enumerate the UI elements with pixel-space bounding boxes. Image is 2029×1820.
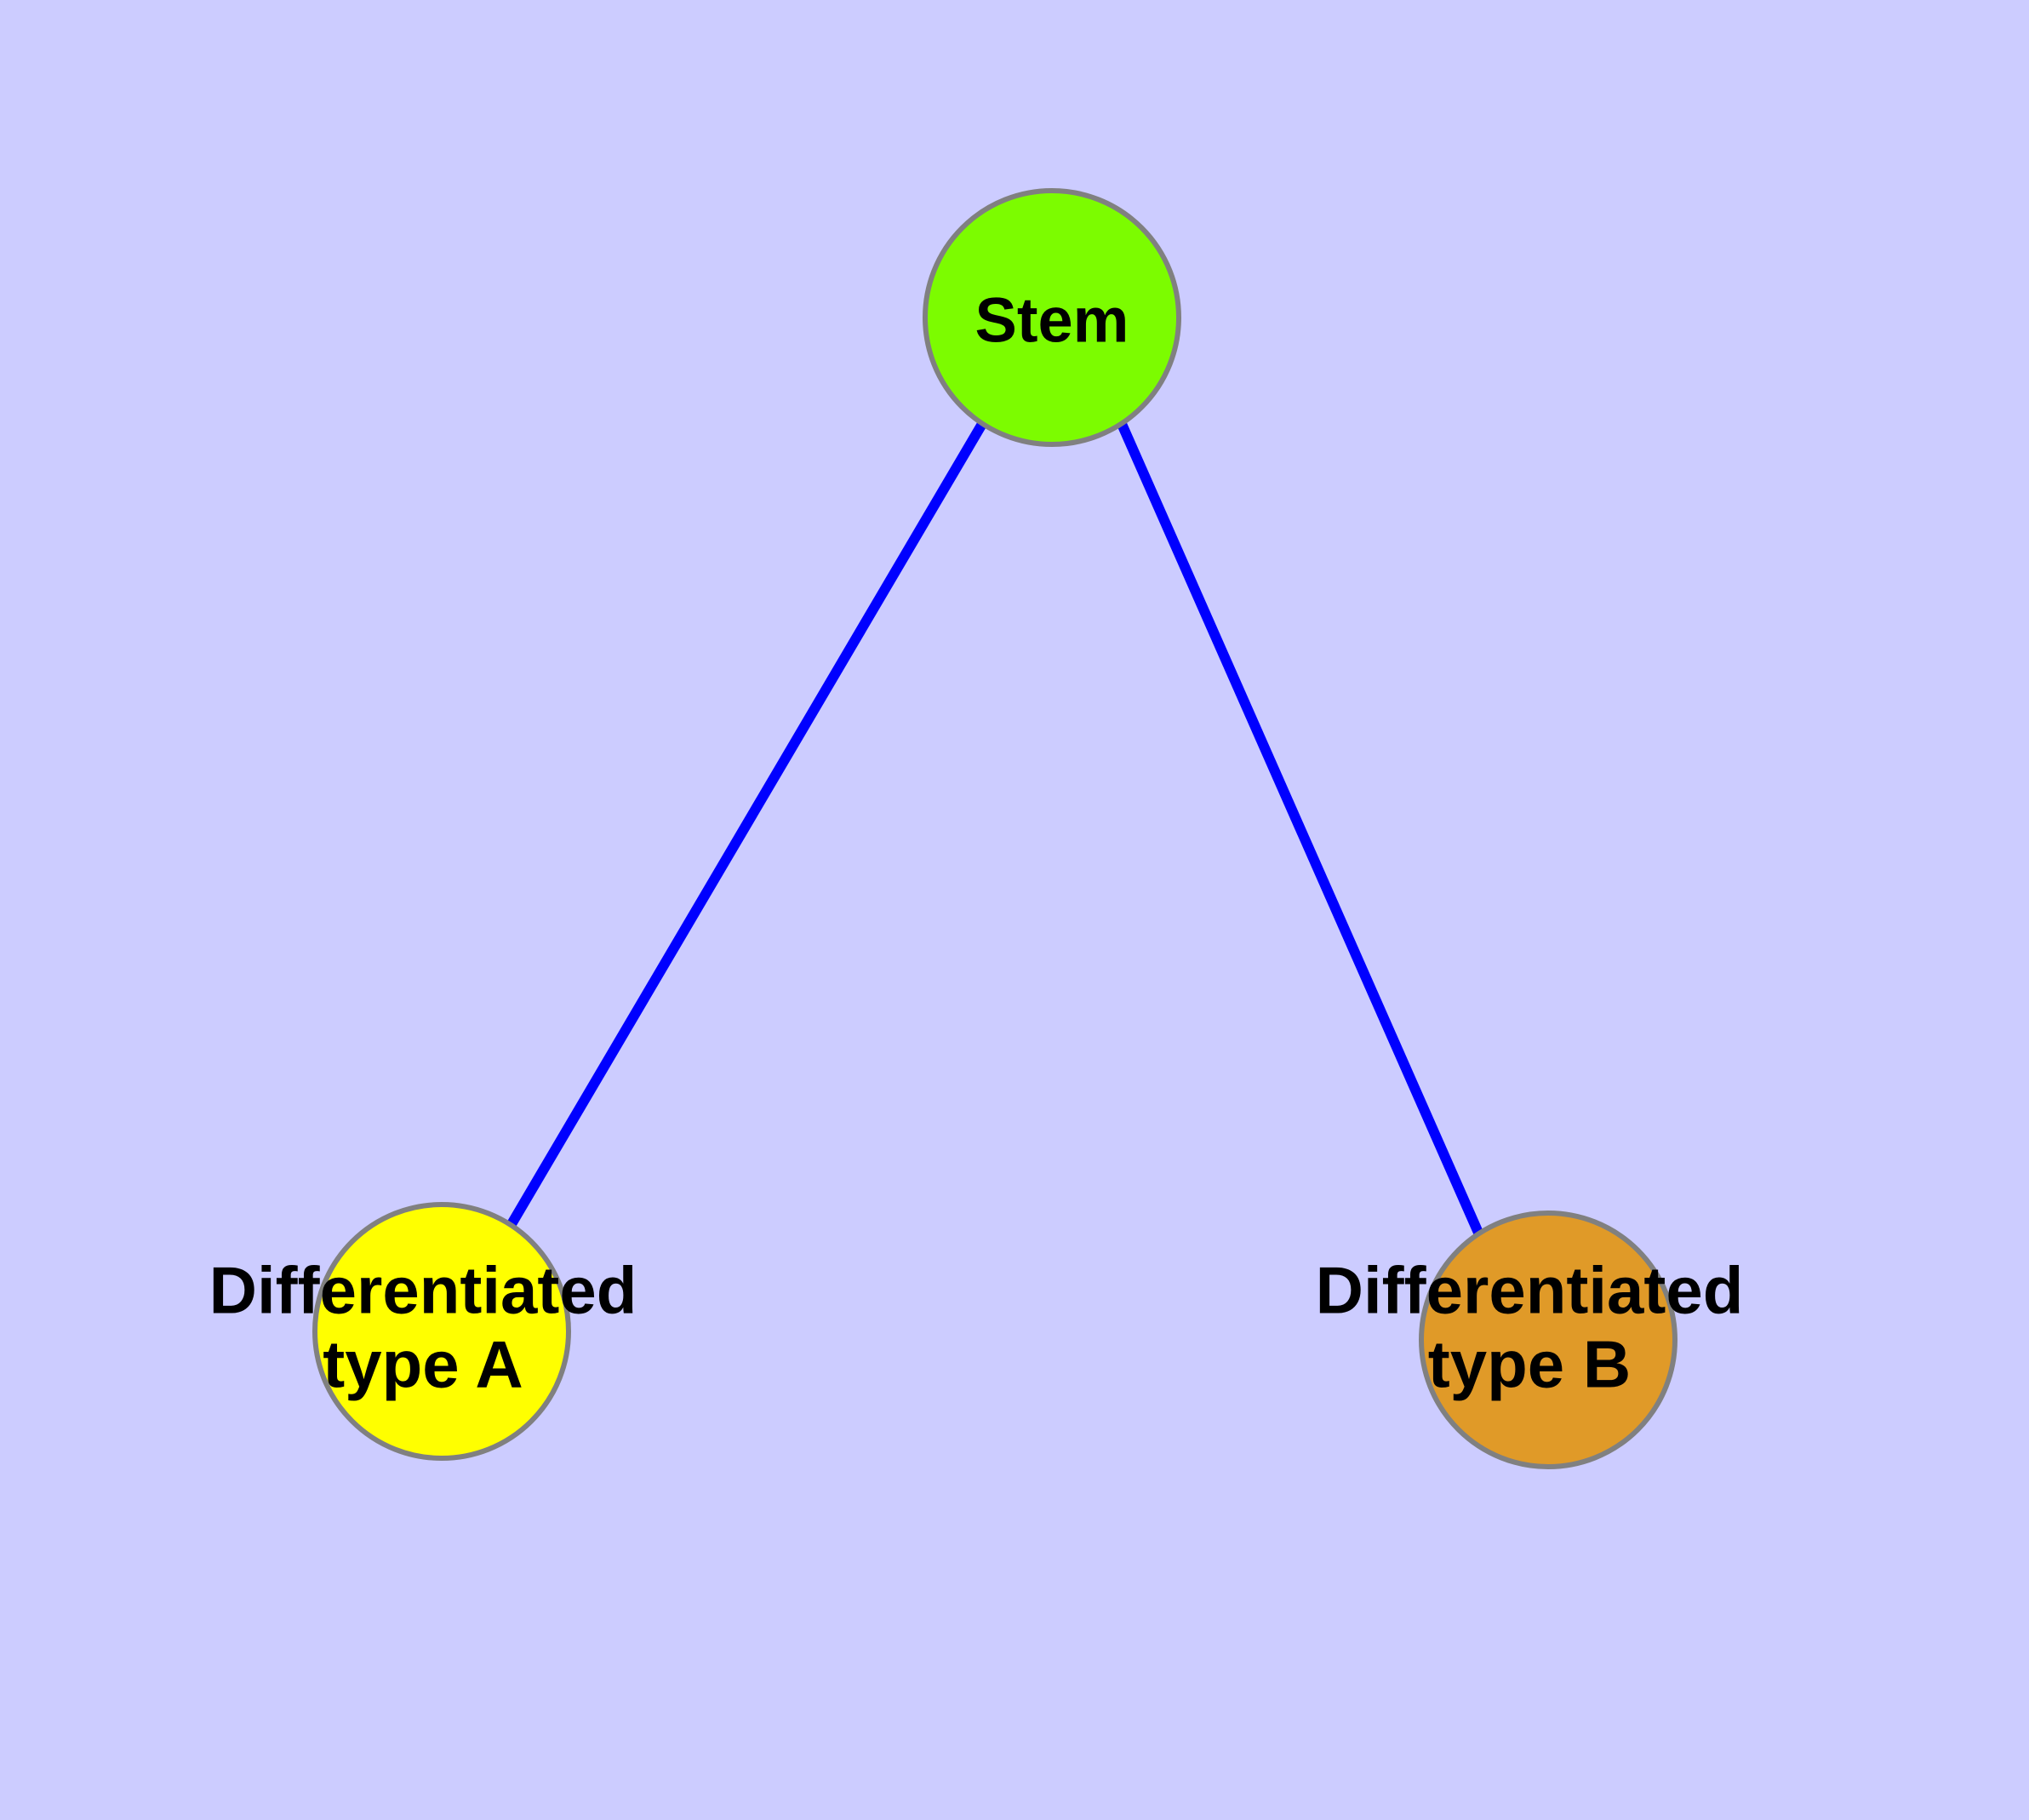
node-diff-a[interactable] <box>312 1202 571 1461</box>
edge-stem-to-diff-a[interactable] <box>506 421 987 1228</box>
node-stem[interactable] <box>923 188 1181 447</box>
edge-stem-to-diff-b[interactable] <box>1117 421 1483 1235</box>
node-layer <box>312 188 1677 1469</box>
node-diff-b[interactable] <box>1419 1210 1677 1469</box>
edge-layer <box>506 421 1483 1235</box>
